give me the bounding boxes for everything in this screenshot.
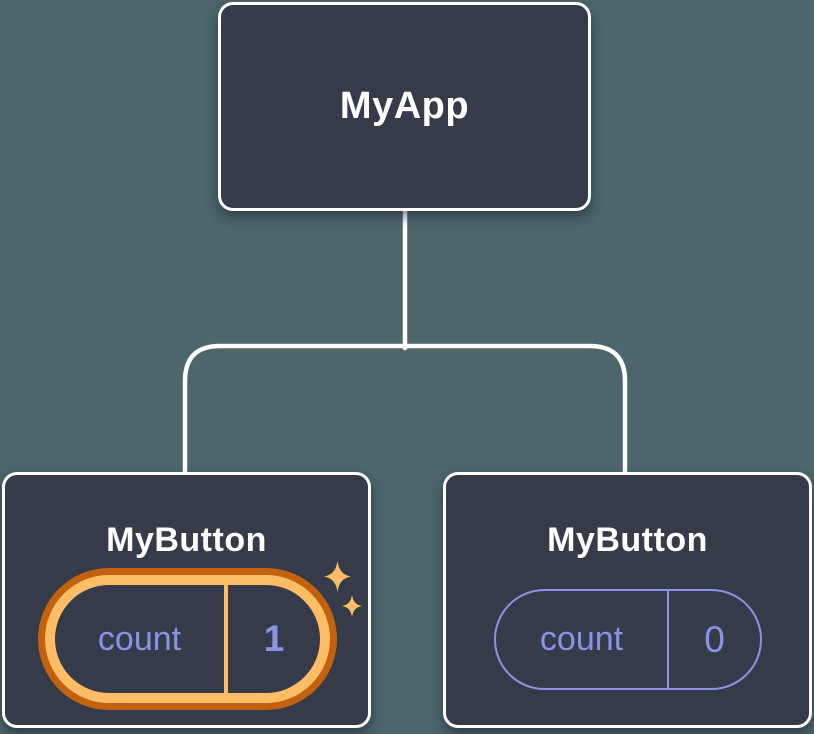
state-value: 0 bbox=[704, 618, 725, 660]
state-key-label: count bbox=[97, 619, 182, 658]
state-value-cell: 1 bbox=[228, 585, 320, 693]
node-myapp: MyApp bbox=[218, 2, 591, 211]
sparkle-icon bbox=[324, 561, 351, 592]
state-value: 1 bbox=[263, 618, 285, 659]
node-mybutton-2: MyButton count 0 bbox=[443, 472, 812, 728]
state-key-cell: count bbox=[496, 591, 669, 688]
state-pill: count 0 bbox=[494, 589, 762, 690]
state-pill-highlighted: count 1 bbox=[45, 575, 330, 703]
connector-bracket bbox=[182, 343, 628, 476]
state-value-cell: 0 bbox=[669, 591, 760, 688]
state-key-cell: count bbox=[55, 585, 228, 693]
node-label: MyApp bbox=[339, 85, 470, 127]
sparkle-icon bbox=[342, 595, 362, 617]
node-mybutton-1: MyButton count 1 bbox=[2, 472, 371, 728]
node-label: MyButton bbox=[547, 521, 708, 559]
node-label: MyButton bbox=[106, 521, 267, 559]
state-key-label: count bbox=[539, 620, 624, 658]
